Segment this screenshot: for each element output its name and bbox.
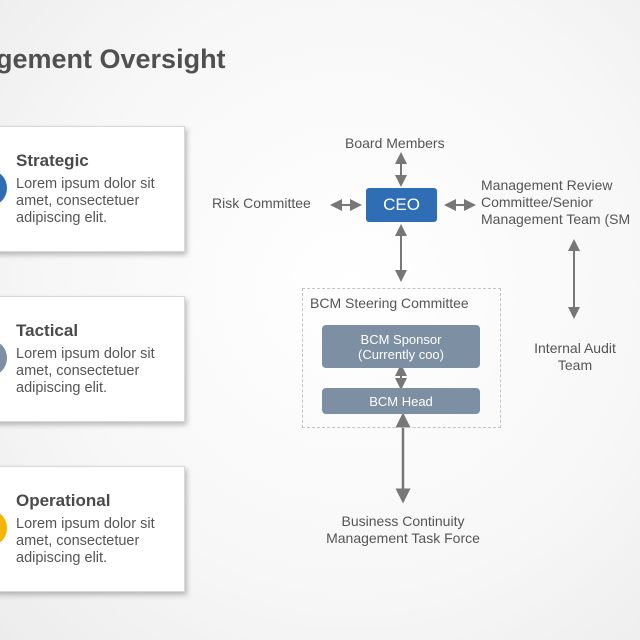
steering-committee-group — [302, 288, 501, 428]
strategic-circle-icon — [0, 171, 7, 205]
ceo-box: CEO — [366, 188, 437, 222]
mgmt-line-3: Management Team (SM — [481, 211, 631, 227]
task-force-label: Business Continuity Management Task Forc… — [303, 513, 503, 547]
card-text: Lorem ipsum dolor sit amet, consectetuer… — [16, 346, 155, 396]
internal-audit-label: Internal Audit Team — [520, 340, 630, 374]
card-heading: Strategic — [16, 151, 89, 170]
board-members-label: Board Members — [345, 135, 445, 151]
steering-committee-label: BCM Steering Committee — [310, 295, 469, 311]
mgmt-line-2: Committee/Senior — [481, 194, 594, 210]
taskforce-line-1: Business Continuity — [341, 513, 465, 529]
mgmt-line-1: Management Review — [481, 177, 613, 193]
taskforce-line-2: Management Task Force — [326, 530, 480, 546]
audit-line-2: Team — [557, 357, 593, 373]
bcm-sponsor-box: BCM Sponsor (Currently coo) — [322, 325, 480, 368]
management-review-label: Management Review Committee/Senior Manag… — [481, 177, 630, 228]
card-text: Lorem ipsum dolor sit amet, consectetuer… — [16, 516, 155, 566]
card-heading: Operational — [16, 491, 111, 510]
risk-committee-label: Risk Committee — [212, 195, 311, 211]
sponsor-line-2: (Currently coo) — [358, 346, 444, 362]
operational-circle-icon — [0, 511, 7, 545]
card-tactical: Tactical Lorem ipsum dolor sit amet, con… — [0, 296, 185, 422]
card-heading: Tactical — [16, 321, 79, 340]
card-strategic: Strategic Lorem ipsum dolor sit amet, co… — [0, 126, 185, 252]
audit-line-1: Internal Audit — [534, 340, 616, 356]
card-text: Lorem ipsum dolor sit amet, consectetuer… — [16, 176, 155, 226]
card-operational: Operational Lorem ipsum dolor sit amet, … — [0, 466, 185, 592]
bcm-head-box: BCM Head — [322, 388, 480, 414]
page-title: gement Oversight — [0, 44, 226, 74]
sponsor-line-1: BCM Sponsor — [360, 331, 442, 347]
tactical-circle-icon — [0, 341, 7, 375]
